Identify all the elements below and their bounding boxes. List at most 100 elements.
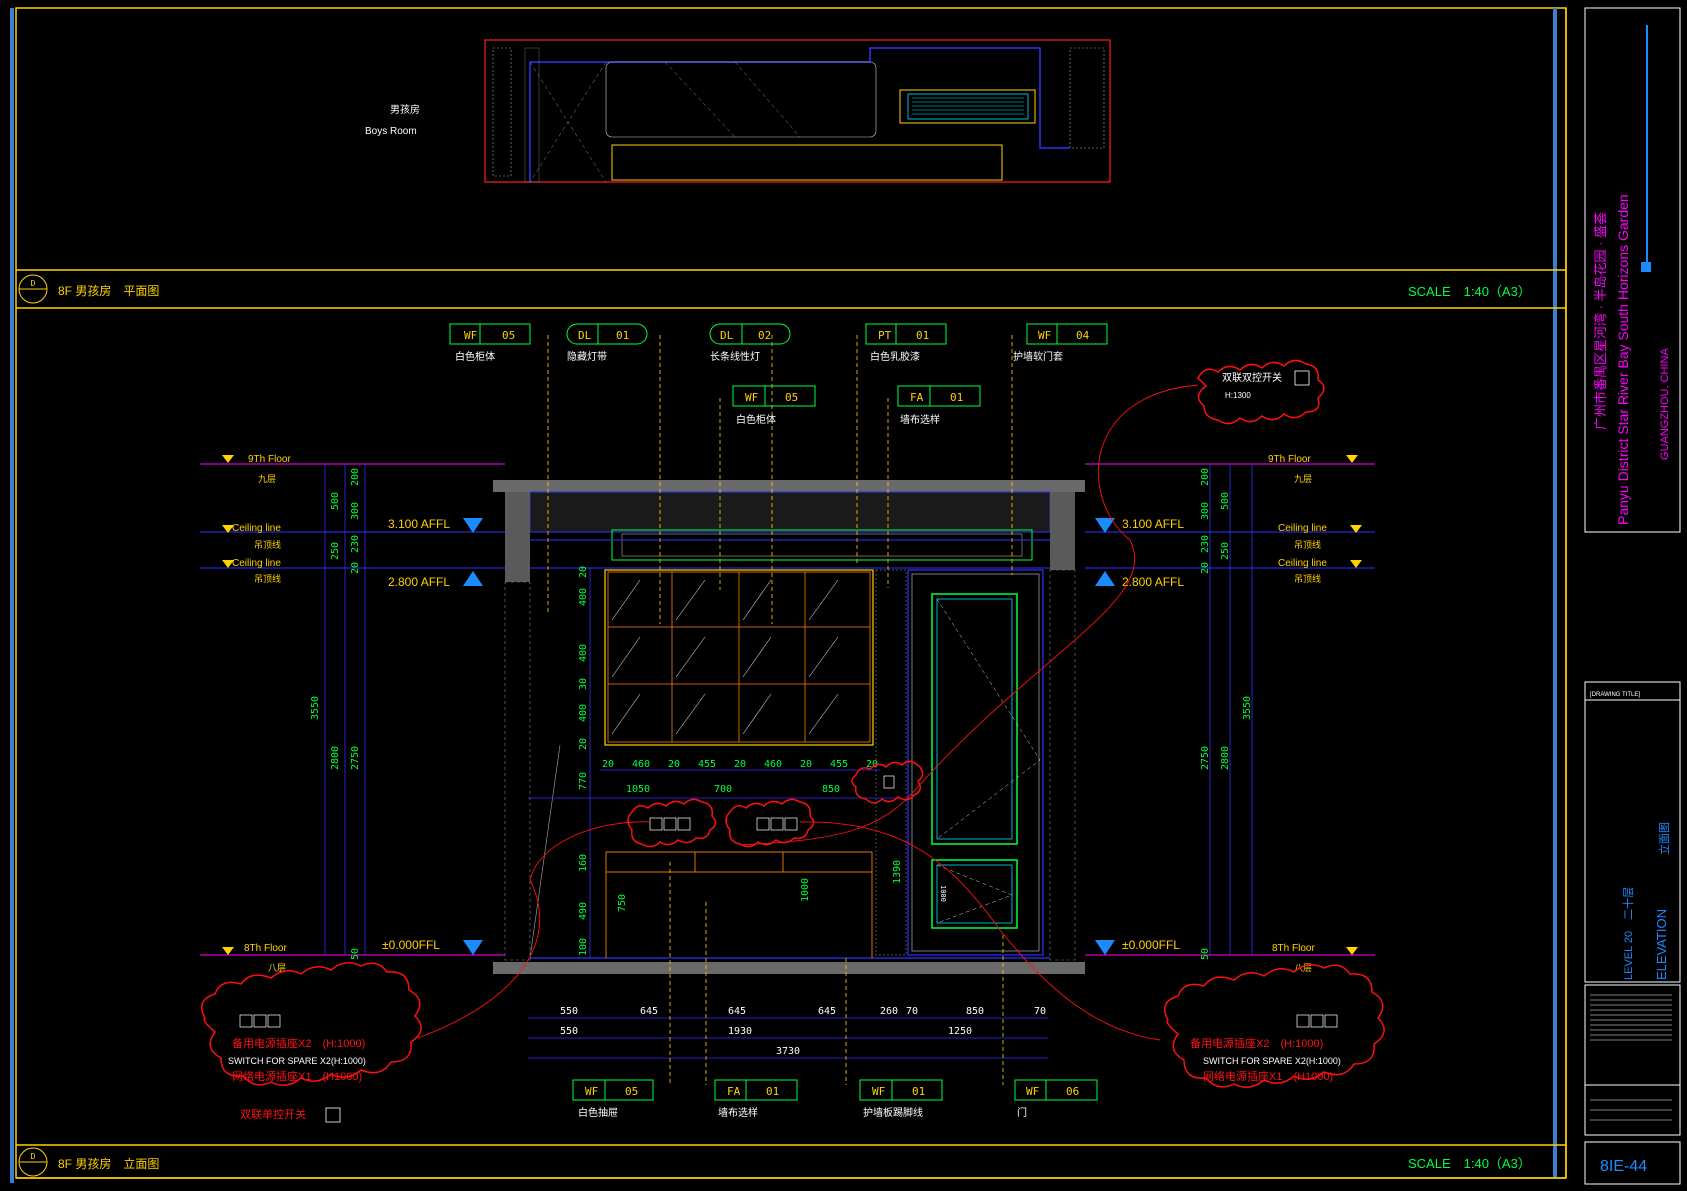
project-location: GUANGZHOU, CHINA (1659, 348, 1671, 461)
right-level-2800: 2.800 AFFL (1122, 575, 1184, 589)
cloud-tr-switch-icon (1294, 370, 1310, 386)
plan-title: 8F 男孩房 平面图 (58, 283, 159, 298)
right-9th-floor: 9Th Floor (1268, 454, 1311, 465)
bdim-r1-2: 645 (728, 1006, 746, 1017)
left-8th-floor: 8Th Floor (244, 943, 287, 954)
cloud-bl-switch-icon (325, 1107, 341, 1123)
bottom-tag-3-code: WF (1026, 1085, 1039, 1098)
bottom-dimension-lines (528, 1017, 1048, 1059)
title-block-blue-square (1641, 262, 1651, 272)
bottom-tag-0-label: 白色抽屉 (578, 1106, 618, 1119)
left-dim-300: 300 (350, 502, 361, 520)
left-ceiling-line-1: Ceiling line (232, 523, 281, 534)
floor-markers (222, 455, 1362, 955)
cab-dim-100: 100 (578, 938, 589, 956)
project-name-en: Panyu District Star River Bay South Hori… (1615, 194, 1631, 525)
top-tag-fa01: FA 01 墙布选样 (897, 385, 981, 426)
top-tag-5-code: WF (745, 391, 758, 404)
cloud-leaders (417, 384, 1199, 1041)
right-dim-200: 200 (1200, 468, 1211, 486)
socket-group-right (756, 817, 798, 831)
right-ceiling-line-1: Ceiling line (1278, 523, 1327, 534)
left-8th-floor-cn: 八层 (268, 963, 286, 973)
bdim-r2-0: 550 (560, 1026, 578, 1037)
title-block-view-type: ELEVATION (1654, 909, 1669, 980)
top-tag-wf05b: WF 05 白色柜体 (732, 385, 816, 426)
cab-h-0: 20 (602, 759, 614, 770)
right-dim-20: 20 (1200, 562, 1211, 574)
top-tag-5-num: 05 (785, 391, 798, 404)
cloud-br-line1: 备用电源插座X2 (H:1000) (1190, 1036, 1323, 1050)
right-level-000: ±0.000FFL (1122, 938, 1180, 952)
plan-sheet-ref: D (31, 279, 36, 288)
socket-group-left (649, 817, 691, 831)
title-block-level: LEVEL 20 二十层 (1621, 887, 1635, 980)
right-dimension-lines (1209, 464, 1253, 955)
left-dim-500: 500 (330, 492, 341, 510)
plan-room-name-cn: 男孩房 (390, 103, 420, 116)
bottom-tag-2-num: 01 (912, 1085, 925, 1098)
right-ceiling-cn-1: 吊顶线 (1294, 539, 1321, 550)
left-9th-floor-cn: 九层 (258, 474, 276, 484)
cab-dim-20a: 20 (578, 566, 589, 578)
top-tag-2-code: DL (720, 329, 734, 342)
top-tag-6-num: 01 (950, 391, 963, 404)
top-tag-3-code: PT (878, 329, 892, 342)
cab-h-6: 20 (800, 759, 812, 770)
top-tag-dl01: DL 01 隐藏灯带 (566, 323, 648, 363)
cab-h-1050: 1050 (626, 784, 650, 795)
right-dim-2800: 2800 (1220, 746, 1231, 770)
cloud-bl-icons (239, 1014, 281, 1028)
top-tag-dl02: DL 02 长条线性灯 (709, 323, 791, 363)
cloud-socket-right (725, 798, 815, 848)
top-tag-6-label: 墙布选样 (900, 413, 940, 426)
elevation-title-bar: D 8F 男孩房 立面图 SCALE 1:40（A3） (18, 1147, 1531, 1177)
cloud-socket-left (627, 798, 717, 848)
right-level-3100: 3.100 AFFL (1122, 517, 1184, 531)
cab-h-1: 460 (632, 759, 650, 770)
left-dim-250: 250 (330, 542, 341, 560)
right-dim-2750: 2750 (1200, 746, 1211, 770)
top-tag-3-label: 白色乳胶漆 (870, 350, 920, 363)
bdim-total: 3730 (776, 1046, 800, 1057)
top-tag-2-num: 02 (758, 329, 771, 342)
left-9th-floor: 9Th Floor (248, 454, 291, 465)
cloud-br-line2: SWITCH FOR SPARE X2(H:1000) (1203, 1056, 1341, 1066)
bottom-tag-2-code: WF (872, 1085, 885, 1098)
top-tag-3-num: 01 (916, 329, 929, 342)
cab-h-700: 700 (714, 784, 732, 795)
top-tag-leaders (547, 335, 1013, 624)
cloud-switch (851, 760, 924, 804)
cab-dim-400b: 400 (578, 644, 589, 662)
bottom-tag-1-num: 01 (766, 1085, 779, 1098)
bottom-tag-3-num: 06 (1066, 1085, 1079, 1098)
left-ceiling-line-2: Ceiling line (232, 558, 281, 569)
left-dim-2800: 2800 (330, 746, 341, 770)
left-ceiling-cn-2: 吊顶线 (254, 573, 281, 584)
top-tag-1-label: 隐藏灯带 (567, 351, 607, 363)
level-triangles (463, 518, 1115, 955)
cab-h-3: 455 (698, 759, 716, 770)
cloud-top-right (1197, 359, 1325, 425)
top-tag-0-label: 白色柜体 (455, 350, 495, 363)
top-tag-0-num: 05 (502, 329, 515, 342)
bottom-tag-wf06: WF 06 门 (1014, 1079, 1098, 1119)
top-tag-4-label: 护墙软门套 (1013, 350, 1063, 363)
cloud-bl-note: 双联单控开关 (240, 1107, 306, 1121)
bdim-r1-3: 645 (818, 1006, 836, 1017)
bdim-r2-1: 1930 (728, 1026, 752, 1037)
cab-dim-1000: 1000 (800, 878, 811, 902)
bottom-tag-wf05: WF 05 白色抽屉 (572, 1079, 654, 1119)
cloud-br-icons (1296, 1014, 1338, 1028)
door-small-label: 1000 (939, 885, 947, 902)
elevation-title: 8F 男孩房 立面图 (58, 1156, 159, 1171)
top-tag-wf05: WF 05 白色柜体 (449, 323, 531, 363)
left-dim-2750: 2750 (350, 746, 361, 770)
plan-room-name-en: Boys Room (365, 126, 417, 137)
title-block (1584, 7, 1681, 1185)
cab-dim-400a: 400 (578, 588, 589, 606)
right-dim-300: 300 (1200, 502, 1211, 520)
right-9th-floor-cn: 九层 (1294, 474, 1312, 484)
cab-dim-30: 30 (578, 678, 589, 690)
drawing-number: 8IE-44 (1600, 1158, 1647, 1175)
